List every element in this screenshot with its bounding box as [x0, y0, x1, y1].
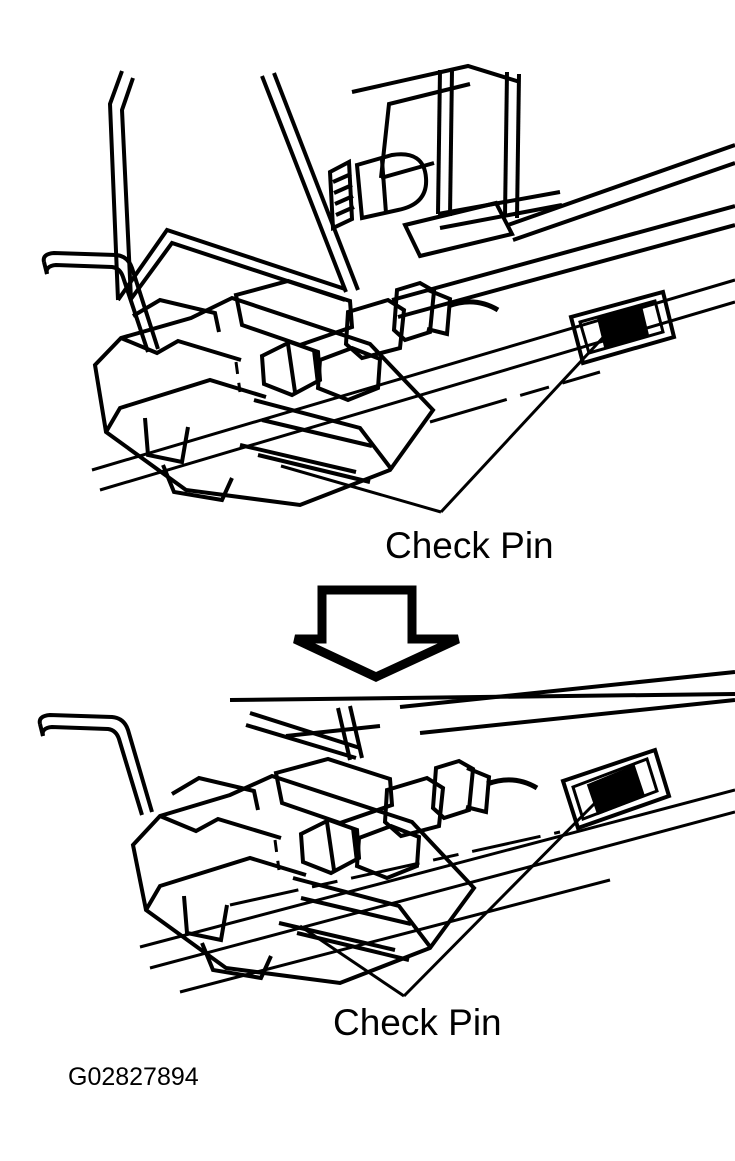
hook-rod-cap — [42, 261, 49, 275]
shaft-body — [343, 297, 407, 361]
center-rail-right — [272, 72, 360, 291]
housing-top-edge — [351, 63, 521, 94]
strut-foot-lower — [439, 203, 563, 230]
hook-rod-cap-lower — [38, 723, 45, 737]
knurled-connector-body — [327, 158, 355, 232]
detail-box-inner-upper — [578, 299, 665, 355]
skirt-line-2 — [261, 418, 373, 448]
shaft-collar-3-lower — [430, 758, 476, 821]
hook-rod-outer — [41, 250, 160, 350]
knurl-rib-1 — [332, 172, 352, 184]
housing-inner-step — [379, 82, 471, 179]
skirt-line-1 — [253, 398, 394, 472]
knurl-rib-4 — [335, 205, 355, 217]
strut-b-left — [503, 71, 509, 217]
rail-lower-2 — [399, 670, 735, 709]
leader-to-detail-lower — [402, 798, 600, 998]
shaft-collar-1 — [233, 278, 355, 348]
surface-line-2-lower — [149, 810, 735, 970]
hex-nut-edge-1-lower — [325, 821, 336, 871]
detail-box-frame-lower — [560, 747, 672, 831]
housing-rib-2 — [104, 377, 267, 434]
skirt-line-3 — [239, 443, 357, 474]
lower-strut-b — [249, 711, 361, 750]
lower-strut-a — [245, 723, 357, 760]
lower-strut-c — [336, 707, 352, 761]
housing-notch-left-lower — [182, 895, 229, 943]
lower-strut-e — [285, 724, 381, 738]
rubber-boot-bulb — [354, 152, 429, 221]
figure-id-label: G02827894 — [68, 1063, 199, 1091]
skirt-line-2-lower — [300, 896, 412, 926]
boot-seam — [380, 159, 388, 214]
leader-to-detail-upper — [439, 328, 612, 514]
check-pin-label-lower: Check Pin — [333, 1002, 502, 1043]
check-pin-detail-lower — [560, 747, 672, 831]
housing-notch-bottom — [161, 464, 234, 503]
shaft-end-cap-lower — [465, 766, 492, 815]
pin-wire — [447, 299, 500, 313]
lower-strut-d — [348, 705, 364, 759]
housing-tab-left-lower — [170, 775, 260, 811]
left-bracket-rail-outer — [107, 70, 124, 301]
housing-tab-left — [131, 297, 221, 333]
main-housing-outline-lower — [130, 773, 477, 986]
strut-a-right — [448, 69, 454, 217]
knurl-rib-3 — [334, 194, 354, 206]
main-housing-outline — [92, 295, 436, 508]
leader-lines-lower — [299, 798, 600, 998]
hex-nut-edge-1 — [286, 343, 297, 393]
rail-diag-3 — [391, 204, 735, 302]
surface-line-dashed-lower — [229, 830, 561, 907]
check-pin-label-upper: Check Pin — [385, 525, 554, 566]
leader-lines-upper — [280, 328, 612, 514]
detail-box-frame-upper — [568, 289, 677, 366]
strut-foot-upper — [437, 190, 561, 216]
housing-notch-left — [143, 417, 190, 465]
center-rail-left — [260, 75, 348, 293]
housing-notch-bottom-lower — [200, 942, 273, 981]
rail-lower-3 — [419, 698, 735, 735]
shaft-collar-3 — [391, 280, 437, 343]
rail-diag-1 — [507, 143, 735, 227]
strut-a-left — [436, 69, 442, 215]
downward-transition-arrow — [293, 585, 460, 682]
arrow-outline — [293, 585, 460, 682]
pin-wire-lower — [486, 777, 539, 791]
strut-b-right — [515, 73, 521, 219]
detail-box-inner-lower — [571, 757, 659, 821]
housing-rib-1 — [120, 336, 242, 362]
surface-line-1-lower — [139, 788, 735, 949]
skirt-line-4 — [257, 453, 371, 484]
hidden-edge-dashed-lower — [273, 839, 281, 871]
shaft-body-lower — [382, 775, 446, 839]
check-pin-detail-upper — [568, 289, 677, 366]
hidden-edge-dashed — [234, 361, 242, 393]
shaft-collar-1-lower — [273, 756, 395, 826]
leader-to-assembly-upper — [280, 464, 442, 514]
leader-to-assembly-lower — [299, 924, 405, 998]
surface-line-3-lower — [179, 878, 611, 994]
surface-line-dashed — [429, 370, 601, 424]
shaft-end-cap — [426, 288, 453, 337]
skirt-line-1-lower — [292, 876, 433, 950]
knurl-rib-2 — [333, 183, 353, 195]
rail-diag-2 — [512, 161, 735, 242]
hook-rod-outer-lower — [37, 712, 154, 813]
left-bracket-rail-inner — [119, 77, 135, 300]
housing-inner-base — [380, 161, 435, 180]
housing-rib-1-lower — [159, 814, 282, 840]
